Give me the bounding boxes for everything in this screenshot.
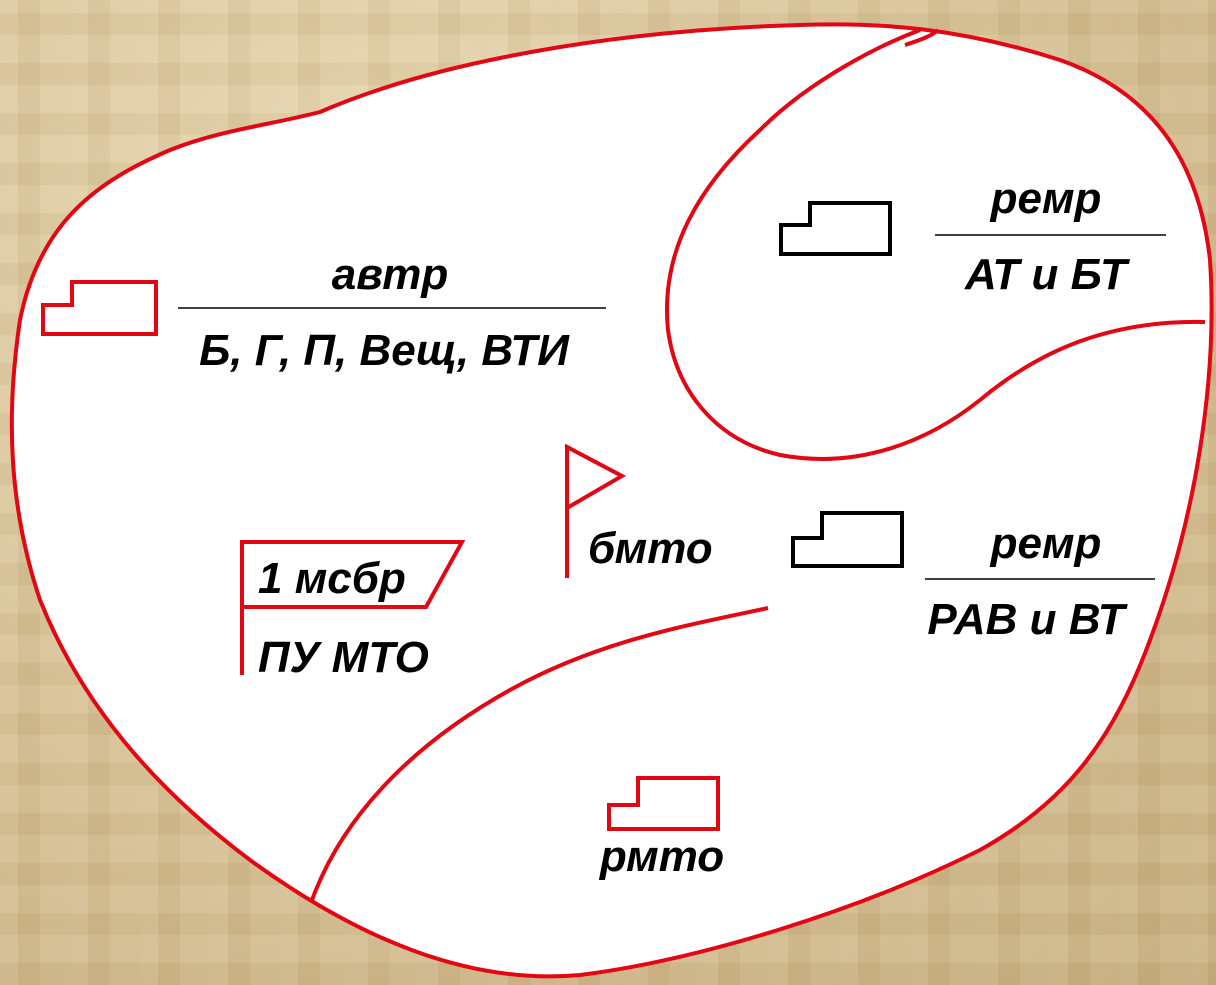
remr-at-label-bottom: АТ и БТ — [964, 250, 1130, 299]
pu-mto-label-top: 1 мсбр — [258, 554, 406, 603]
avtr-label-top: автр — [332, 250, 448, 299]
rmto-label: рмто — [599, 832, 724, 881]
remr-at-unit-symbol — [779, 201, 892, 256]
avtr-unit-symbol — [41, 280, 158, 336]
bmto-label: бмто — [588, 524, 713, 573]
avtr-label-bottom: Б, Г, П, Вещ, ВТИ — [199, 326, 570, 375]
rmto-unit-symbol — [607, 776, 720, 831]
area-boundary — [9, 22, 1214, 979]
sector-boundary-lower — [310, 606, 769, 901]
command-post-flag-icon — [240, 540, 466, 675]
flag-icon — [565, 443, 627, 578]
pu-mto-label-bottom: ПУ МТО — [258, 633, 429, 682]
remr-rav-label-top: ремр — [990, 519, 1102, 568]
sector-boundary-upper — [665, 28, 1206, 461]
remr-at-label-top: ремр — [990, 174, 1102, 223]
remr-rav-unit-symbol — [791, 511, 904, 568]
sector-boundary-tick — [904, 28, 940, 47]
remr-rav-label-bottom: РАВ и ВТ — [927, 595, 1127, 644]
